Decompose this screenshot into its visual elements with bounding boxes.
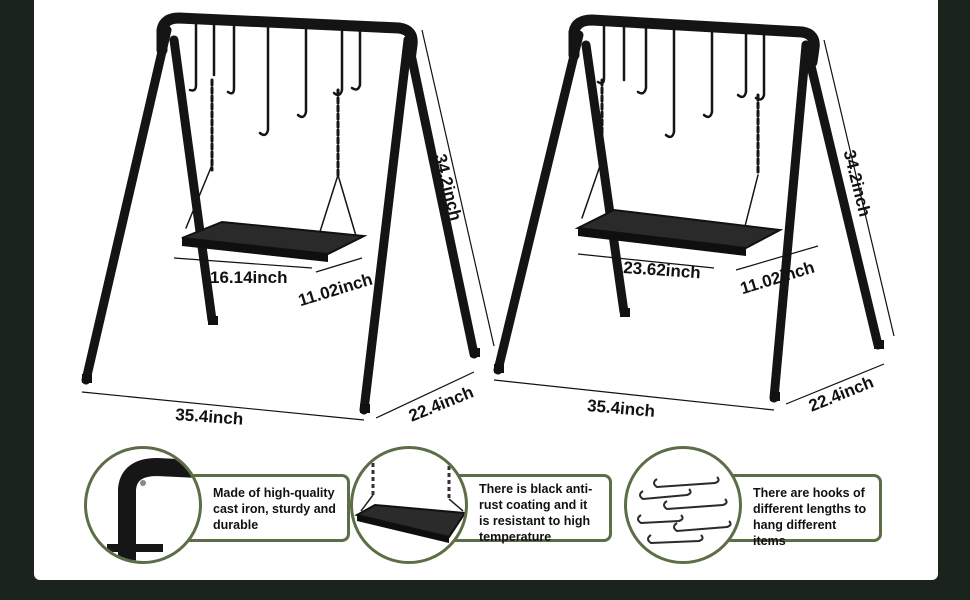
feature-text: There are hooks of different lengths to …: [724, 474, 882, 548]
frame-joint-closeup: [84, 446, 202, 564]
left-stand-illustration: [81, 12, 895, 421]
product-panel: 34.2inch 16.14inch 11.02inch 35.4inch 22…: [34, 0, 938, 580]
feature-hooks: There are hooks of different lengths to …: [624, 446, 924, 570]
feature-text: There is black anti-rust coating and it …: [450, 474, 612, 544]
grill-closeup: [350, 446, 468, 564]
feature-cast-iron: Made of high-quality cast iron, sturdy a…: [84, 446, 374, 570]
feature-anti-rust: There is black anti-rust coating and it …: [350, 446, 650, 570]
hooks-closeup: [624, 446, 742, 564]
feature-text: Made of high-quality cast iron, sturdy a…: [184, 474, 350, 542]
left-grill-length-dimension: 16.14inch: [210, 268, 288, 287]
